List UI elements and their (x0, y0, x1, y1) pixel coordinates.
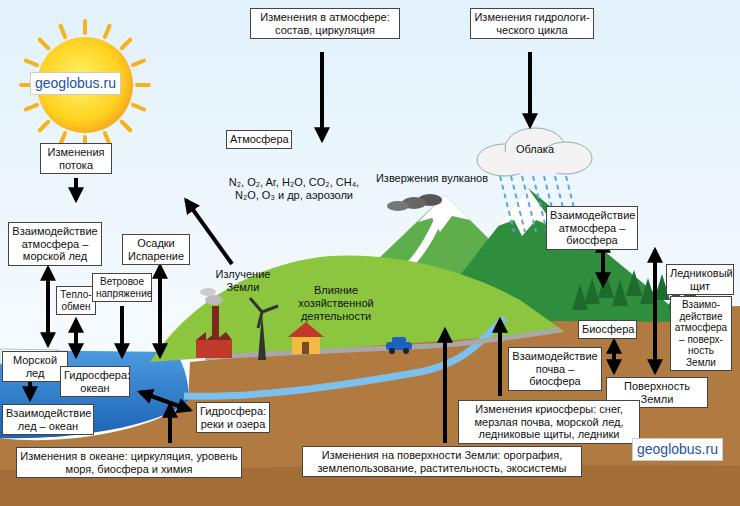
process-arrow (120, 306, 124, 356)
box-text: Осадки Испарение (126, 237, 186, 262)
sun-ray (40, 40, 48, 48)
text-box: Морской лед (2, 351, 68, 382)
watermark: geoglobus.ru (30, 72, 121, 95)
process-arrow (158, 266, 162, 356)
box-text: Ледниковый щит (670, 267, 730, 292)
tree (612, 280, 628, 306)
sun-ray (26, 61, 37, 66)
process-arrow (498, 320, 502, 396)
tree (626, 270, 642, 296)
box-text: Биосфера (582, 323, 633, 336)
box-text: Взаимодействие почва – биосфера (512, 350, 598, 388)
scene-label: Извержения вулканов (372, 172, 492, 185)
sun-ray (61, 26, 66, 37)
scene-label: Облака (510, 143, 560, 156)
text-box: Гидросфера: океан (60, 366, 130, 397)
text-box: Биосфера (578, 320, 637, 339)
text-box: Изменения на поверхности Земли: орографи… (302, 446, 582, 477)
box-text: Изменения в океане: циркуляция, уровень … (20, 450, 238, 475)
rain-stroke (533, 176, 547, 232)
text-box: Гидросфера: реки и озера (196, 402, 270, 433)
scene-label: Влияние хозяйственной деятельности (284, 284, 388, 324)
process-arrow (168, 405, 172, 443)
sun-ray (122, 40, 130, 48)
tree (572, 284, 588, 310)
process-arrow (443, 330, 447, 443)
box-text: Гидросфера: океан (64, 369, 126, 394)
process-arrow (46, 268, 50, 345)
text-box: Ветровое напряжение (92, 273, 152, 302)
box-text: Взаимодействие атмосфера – биосфера (550, 209, 634, 247)
text-box: Изменения потока (40, 143, 112, 174)
box-text: Изменения криосферы: снег, мерзлая почва… (462, 403, 636, 441)
rain-stroke (500, 176, 514, 232)
sun-ray (105, 26, 110, 37)
text-box: Изменения криосферы: снег, мерзлая почва… (458, 400, 640, 444)
rain-stroke (511, 176, 525, 232)
sun-ray (137, 83, 149, 87)
box-text: Изменения в атмосфере: состав, циркуляци… (254, 11, 396, 36)
text-box: Изменения в атмосфере: состав, циркуляци… (250, 8, 400, 39)
box-text: Изменения гидрологи- ческого цикла (474, 11, 590, 36)
text-box: Взаимодействие атмосфера – биосфера (546, 206, 638, 250)
text-box: Атмосфера (226, 130, 292, 149)
process-arrow (320, 52, 324, 140)
box-text: Взаимодействие лед – океан (6, 407, 90, 432)
text-box: Взаимодействие лед – океан (2, 404, 94, 435)
process-arrow (186, 200, 232, 264)
text-box: Взаимо- действие атмосфера – поверх- нос… (670, 296, 732, 371)
text-box: Взаимодействие атмосфера – морской лед (8, 222, 102, 266)
process-arrow (528, 52, 532, 126)
rain-stroke (522, 176, 536, 232)
box-text: Изменения на поверхности Земли: орографи… (306, 449, 578, 474)
process-arrow (140, 392, 190, 410)
process-arrow (653, 250, 657, 372)
sun-ray (122, 122, 130, 130)
text-box: Осадки Испарение (122, 234, 190, 265)
sun-ray (40, 122, 48, 130)
box-text: Атмосфера (230, 133, 288, 146)
box-text: Гидросфера: реки и озера (200, 405, 266, 430)
process-arrow (74, 178, 78, 200)
box-text: Ветровое напряжение (96, 276, 148, 299)
scene-label: Излучение Земли (212, 268, 274, 294)
text-box: Изменения в океане: циркуляция, уровень … (16, 447, 242, 478)
process-arrow (612, 341, 616, 372)
tree (584, 278, 600, 304)
scene-label: N₂, O₂, Ar, H₂O, CO₂, CH₄, N₂O, O₃ и др,… (216, 176, 372, 202)
text-box: Ледниковый щит (666, 264, 734, 295)
sun-ray (83, 21, 87, 33)
tree (598, 272, 614, 298)
box-text: Тепло- обмен (60, 289, 92, 312)
sun-ray (26, 105, 37, 110)
box-text: Изменения потока (44, 146, 108, 171)
text-box: Изменения гидрологи- ческого цикла (470, 8, 594, 39)
box-text: Взаимодействие атмосфера – морской лед (12, 225, 98, 263)
watermark: geoglobus.ru (632, 438, 723, 461)
sun-ray (133, 105, 144, 110)
sun-ray (133, 61, 144, 66)
text-box: Взаимодействие почва – биосфера (508, 347, 602, 391)
box-text: Взаимо- действие атмосфера – поверх- нос… (674, 299, 728, 368)
process-arrow (74, 320, 78, 356)
text-box: Тепло- обмен (56, 286, 96, 315)
box-text: Морской лед (6, 354, 64, 379)
